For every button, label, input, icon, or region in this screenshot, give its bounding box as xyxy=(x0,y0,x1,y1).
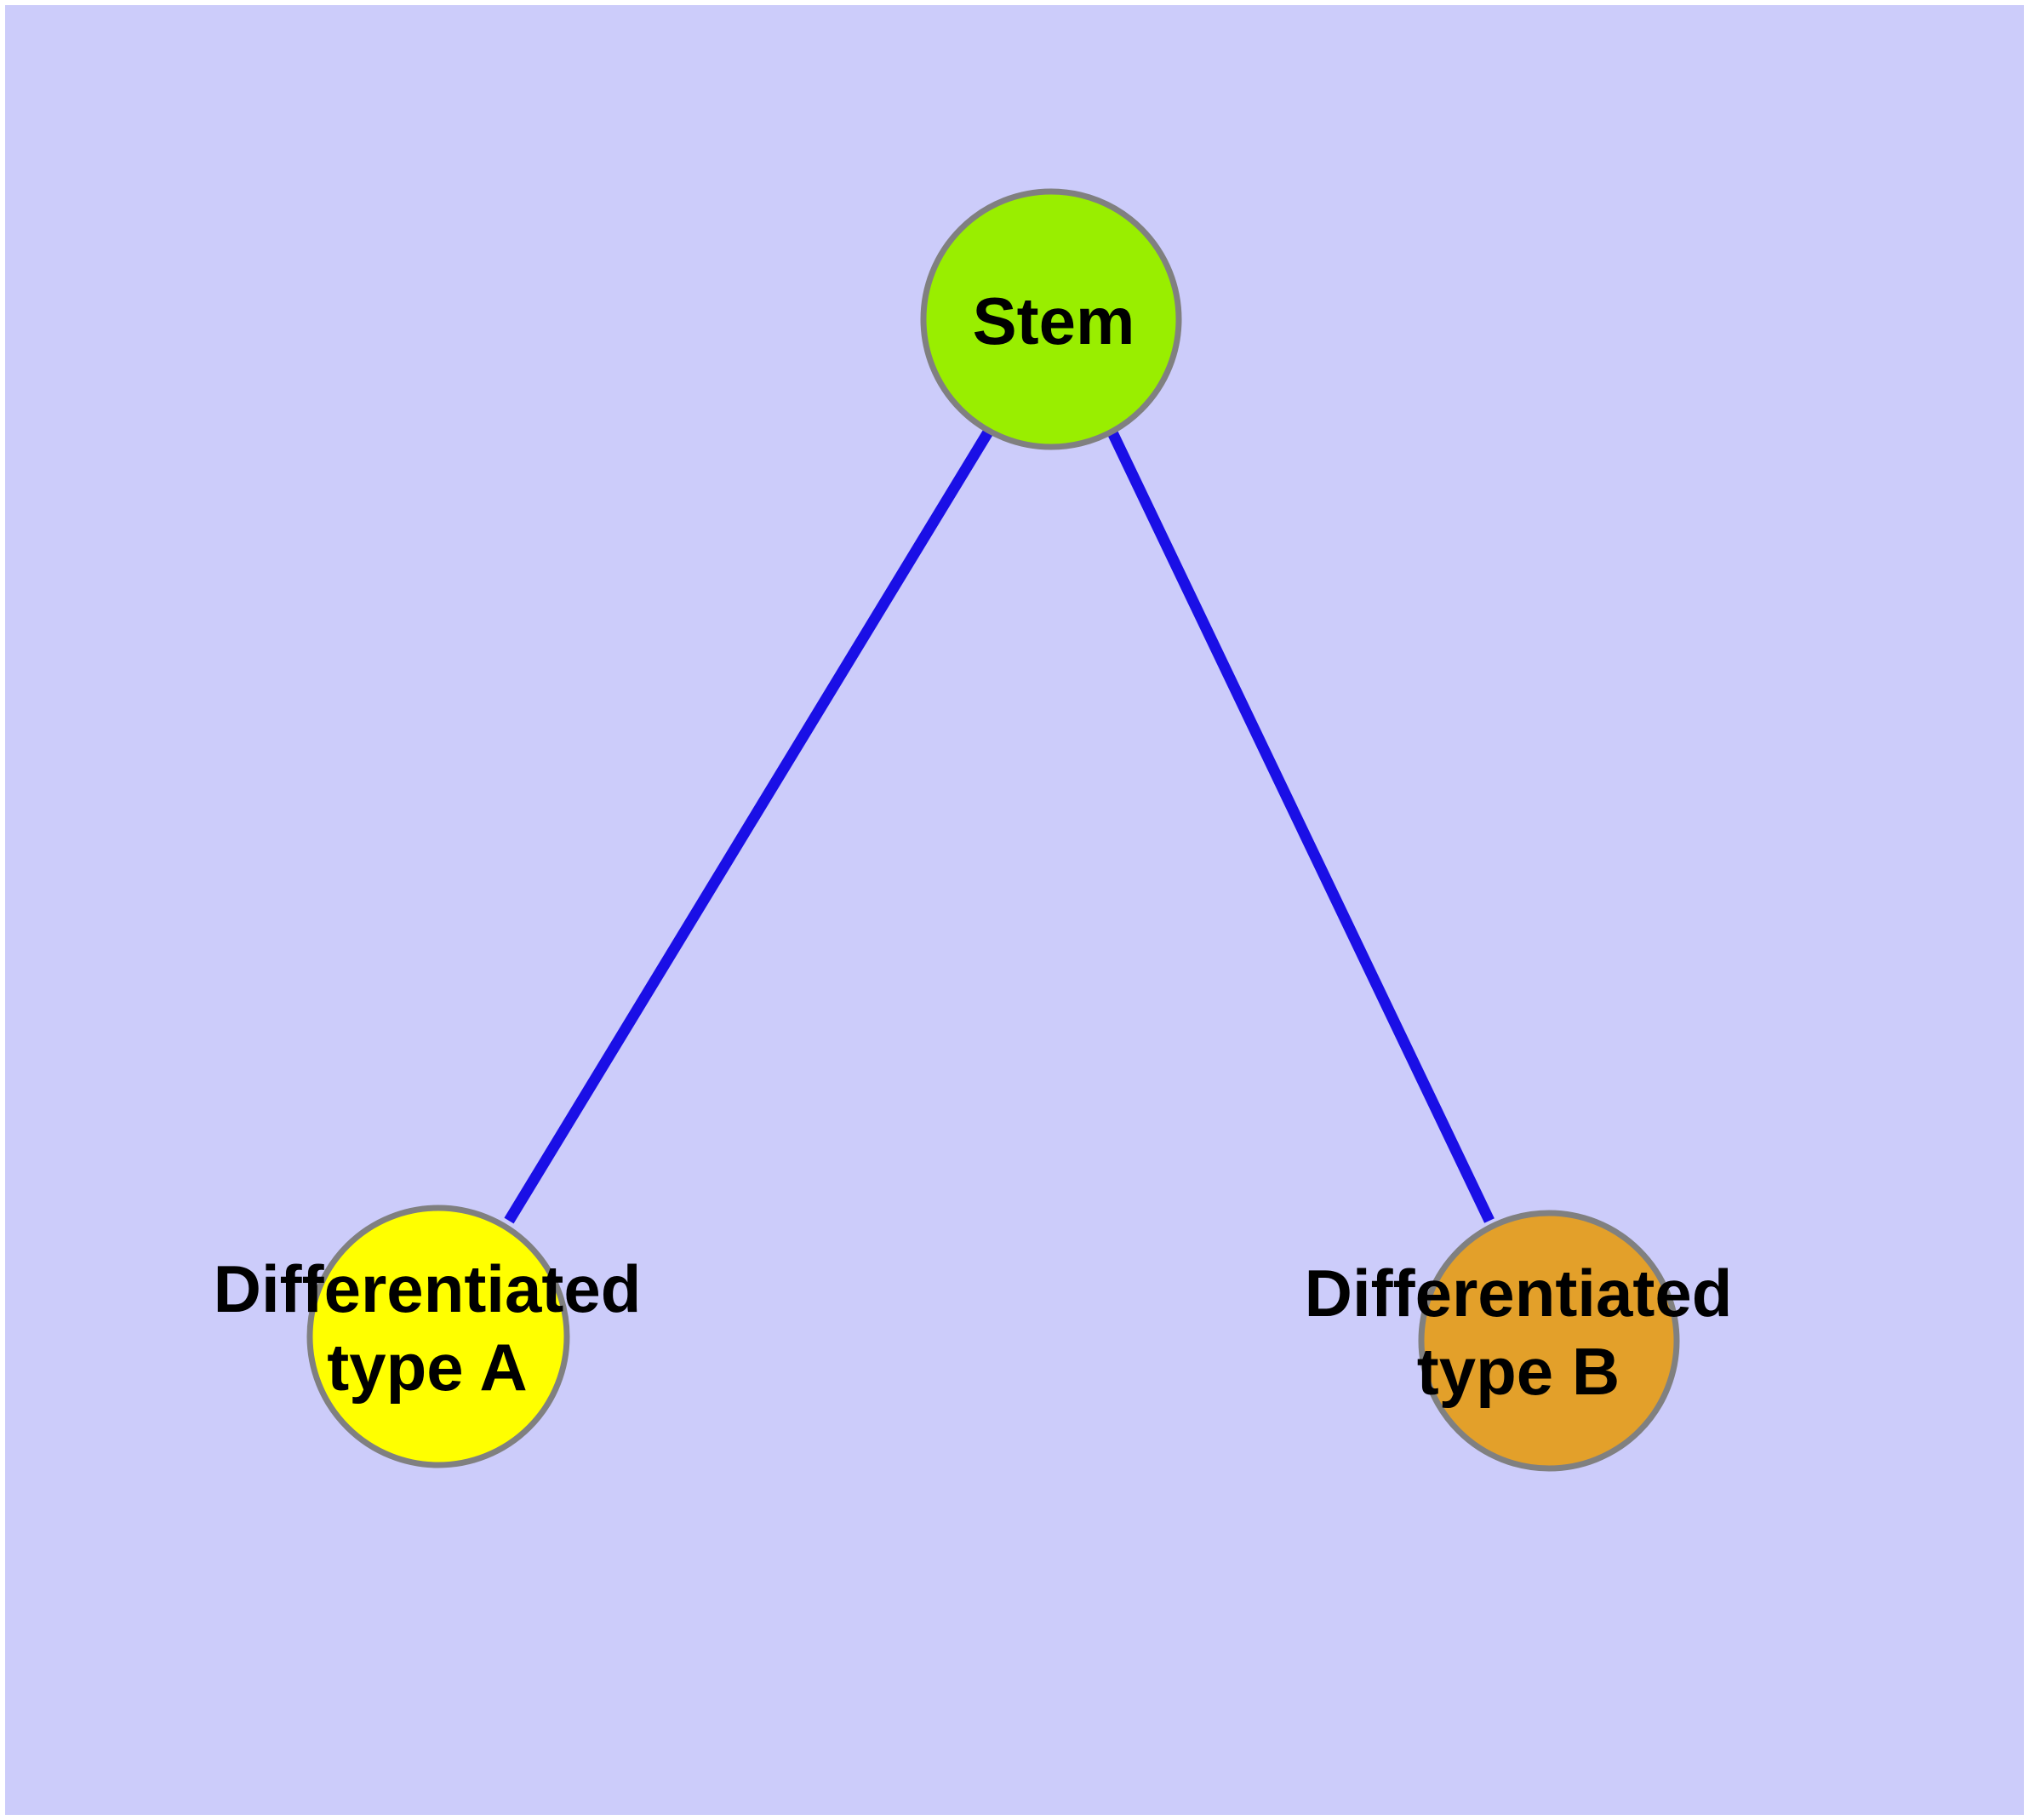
graph-svg: Stem Differentiated type A Differentiate… xyxy=(214,188,1733,1472)
node-label-differentiated-type-a-line1: Differentiated xyxy=(214,1251,642,1326)
edge-stem-to-differentiated-type-b[interactable] xyxy=(1106,428,1495,1223)
diagram-plot-area: Stem Differentiated type A Differentiate… xyxy=(5,5,2024,1815)
node-label-stem: Stem xyxy=(973,283,1135,358)
label-layer: Stem Differentiated type A Differentiate… xyxy=(214,283,1733,1409)
node-label-differentiated-type-b-line2: type B xyxy=(1417,1334,1620,1409)
node-label-differentiated-type-b-line1: Differentiated xyxy=(1305,1256,1733,1331)
edge-layer xyxy=(504,427,1495,1224)
node-differentiated-type-b[interactable] xyxy=(1418,1210,1680,1472)
node-layer xyxy=(306,188,1680,1472)
node-stem[interactable] xyxy=(920,188,1182,450)
edge-stem-to-differentiated-type-a[interactable] xyxy=(504,427,994,1224)
node-differentiated-type-a[interactable] xyxy=(306,1205,570,1468)
node-label-differentiated-type-a-line2: type A xyxy=(327,1330,528,1405)
